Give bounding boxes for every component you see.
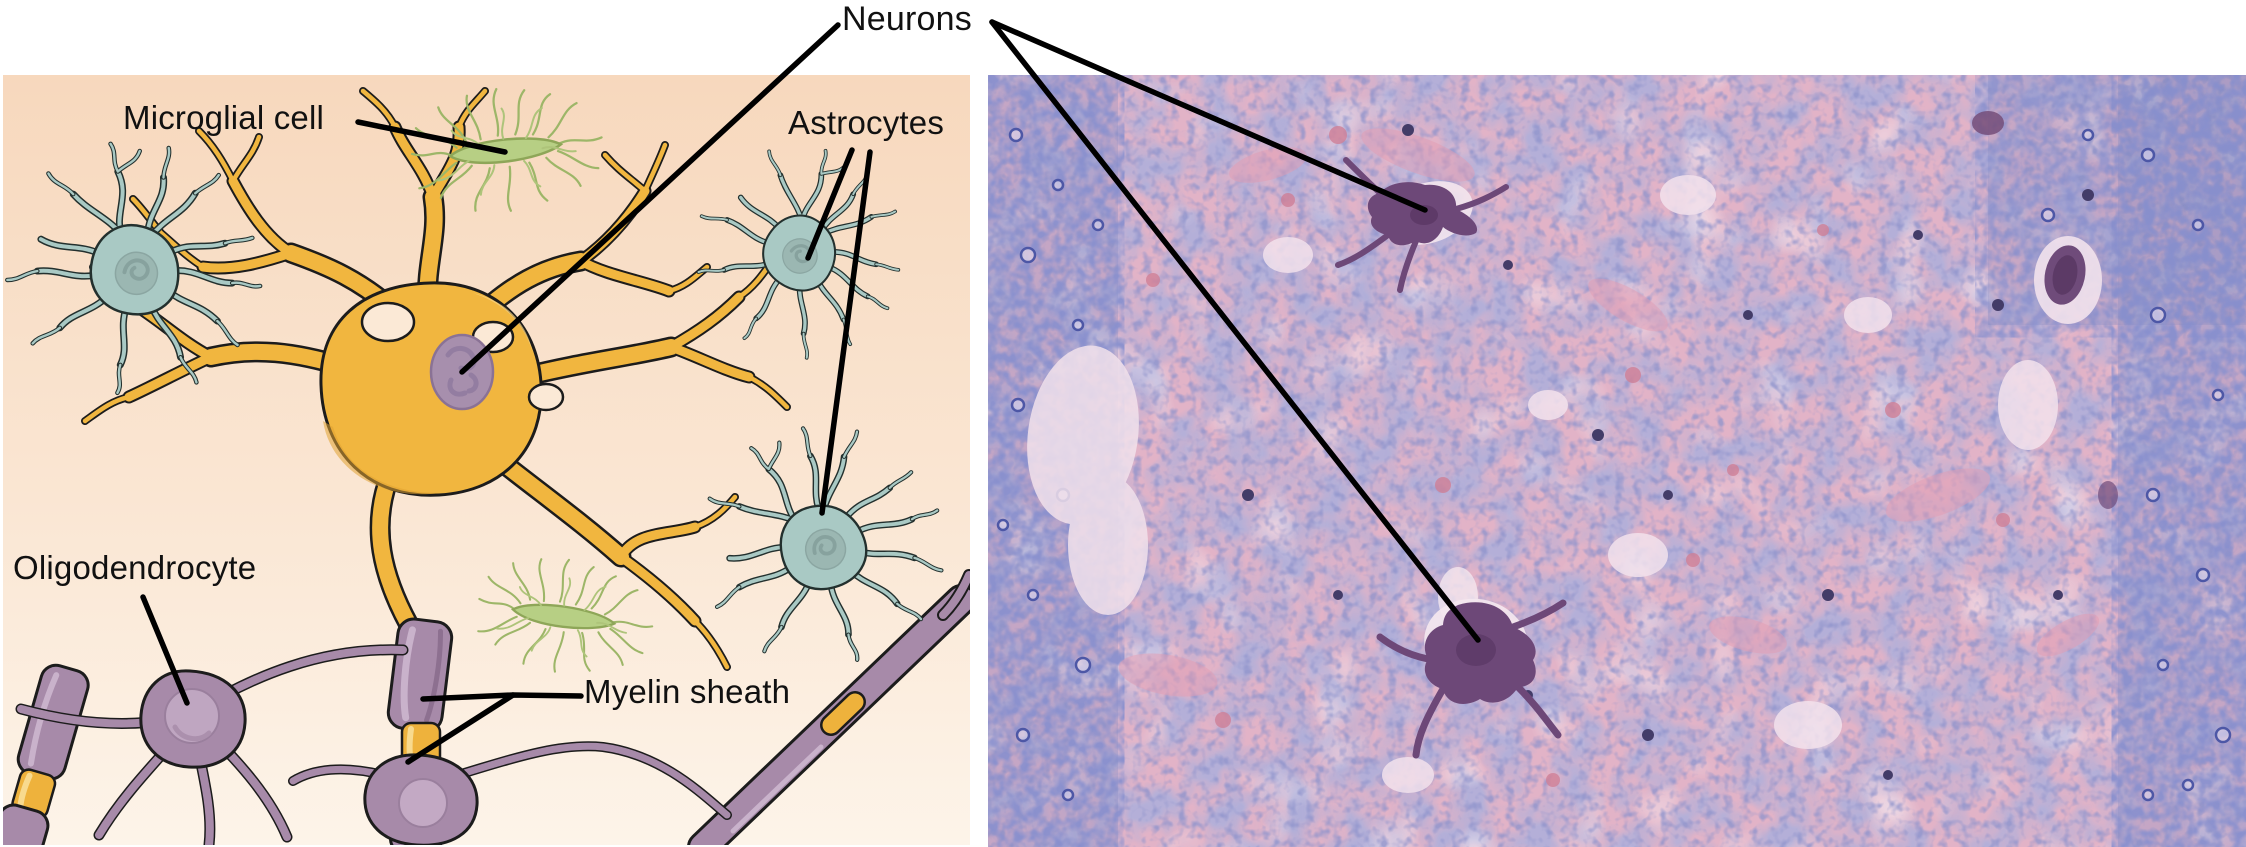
neuron-nucleus	[429, 333, 495, 411]
label-astrocytes: Astrocytes	[788, 104, 945, 141]
micrograph-image	[988, 75, 2246, 847]
label-oligodendrocyte: Oligodendrocyte	[13, 549, 257, 586]
micrograph-panel	[988, 75, 2246, 847]
oligodendrocyte-cell-bottom	[288, 741, 732, 845]
dark-purple-bodies	[1972, 111, 2118, 509]
illustration-panel	[3, 75, 970, 845]
myelinated-axon-bottom-right	[687, 569, 970, 845]
label-microglial-cell: Microglial cell	[123, 99, 325, 136]
dense-cell-band-right	[1988, 75, 2246, 847]
label-neurons: Neurons	[842, 0, 972, 38]
myelin-sheath-segment-upper	[386, 617, 454, 733]
illustration-art	[3, 75, 970, 845]
label-myelin-sheath: Myelin sheath	[584, 673, 791, 710]
node-of-ranvier	[822, 693, 864, 734]
